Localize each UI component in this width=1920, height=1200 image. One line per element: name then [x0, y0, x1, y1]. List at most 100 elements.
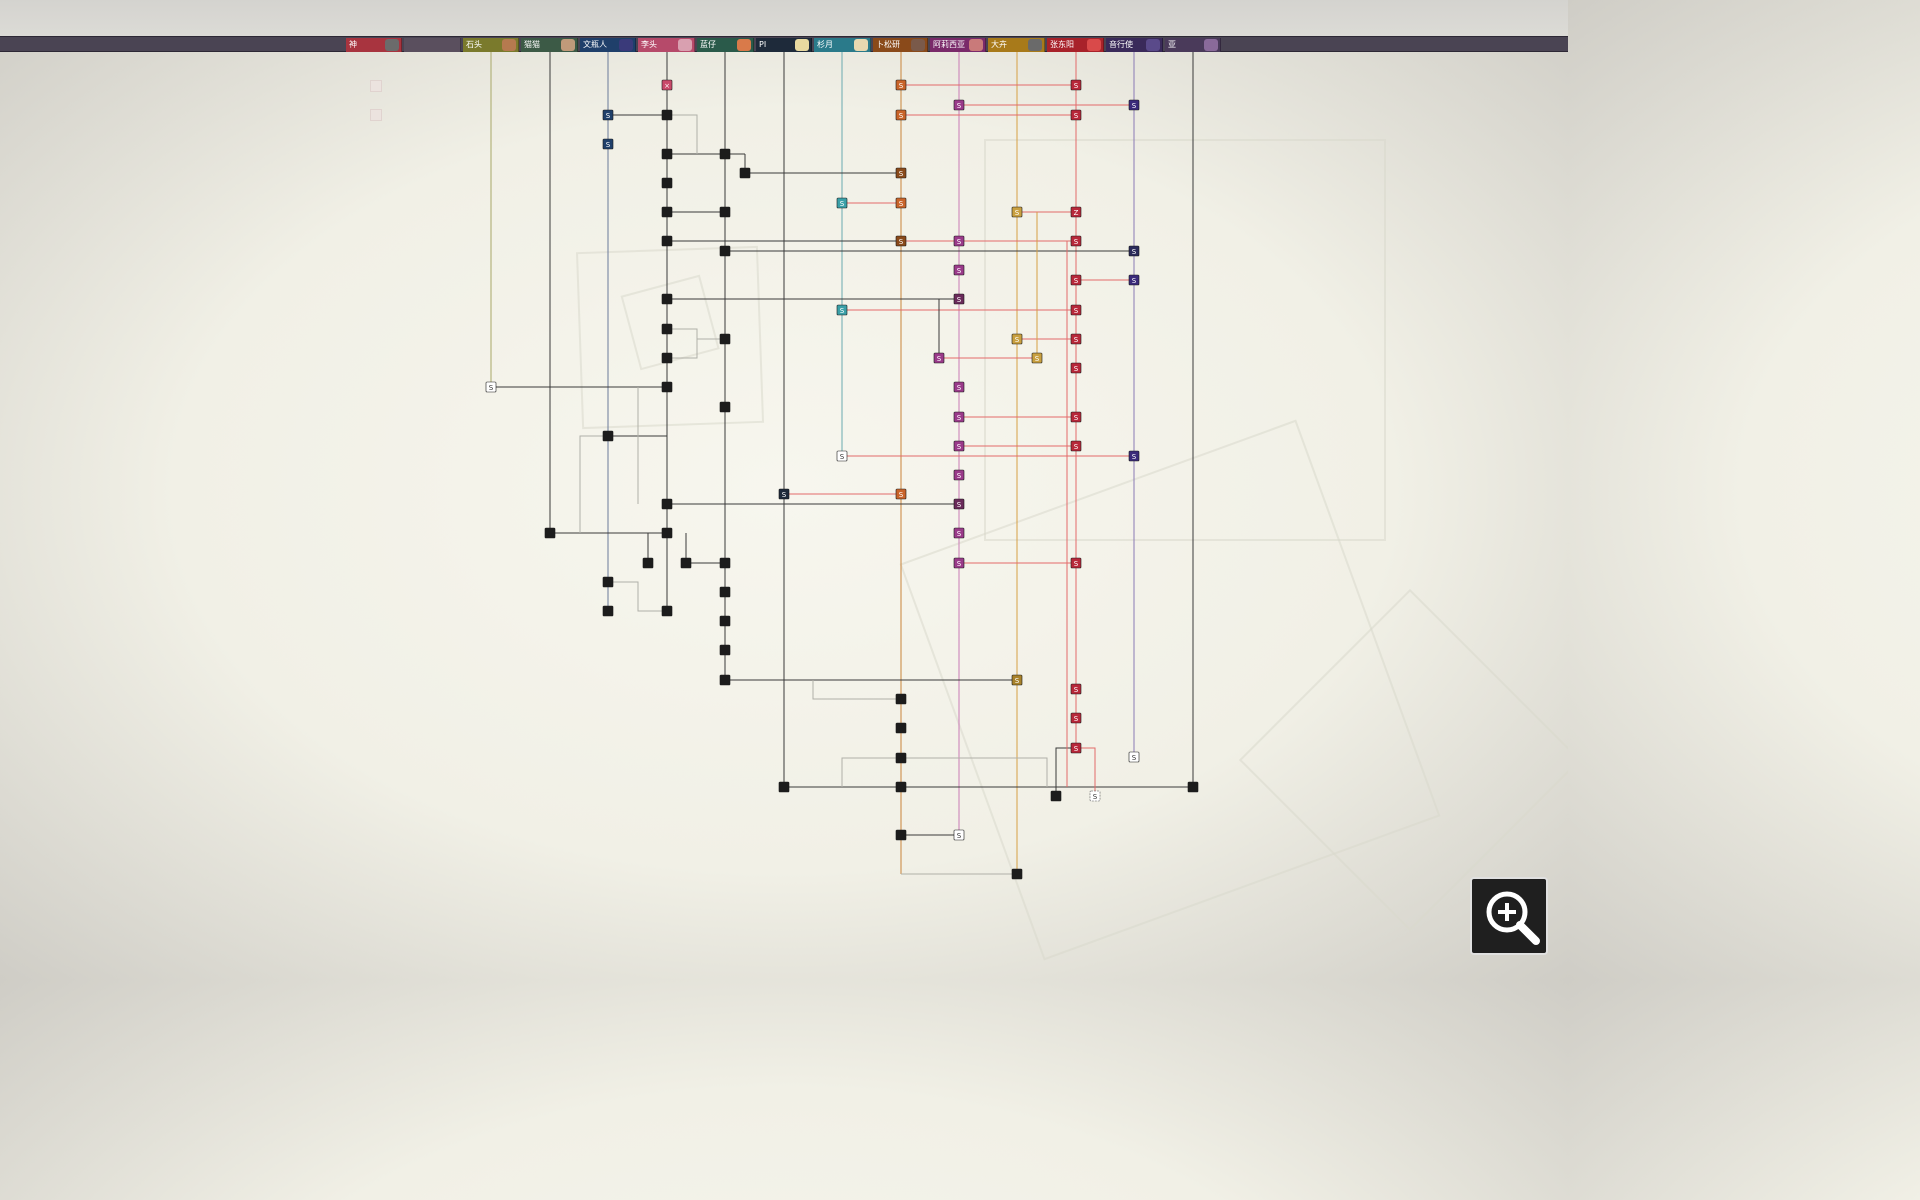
story-node[interactable]: S [953, 829, 965, 841]
story-node[interactable]: S [1070, 557, 1082, 569]
character-tab[interactable]: 张东阳 [1047, 38, 1104, 52]
story-node[interactable]: S [1070, 683, 1082, 695]
character-tab[interactable]: 亚 [1165, 38, 1221, 52]
story-node[interactable] [661, 381, 673, 393]
character-tab[interactable]: 神 [346, 38, 402, 52]
story-node[interactable]: S [895, 488, 907, 500]
story-node[interactable]: S [1070, 235, 1082, 247]
story-node[interactable] [602, 605, 614, 617]
story-node[interactable] [895, 722, 907, 734]
story-node[interactable]: S [836, 304, 848, 316]
character-tab[interactable] [404, 38, 461, 52]
story-node[interactable]: S [1128, 751, 1140, 763]
story-node[interactable] [778, 781, 790, 793]
story-node[interactable] [719, 674, 731, 686]
story-node[interactable] [719, 206, 731, 218]
story-node[interactable] [661, 352, 673, 364]
story-node[interactable] [895, 829, 907, 841]
story-node[interactable]: S [602, 109, 614, 121]
story-node[interactable] [661, 527, 673, 539]
story-node[interactable]: × [661, 79, 673, 91]
story-node[interactable]: S [1070, 440, 1082, 452]
story-node[interactable]: S [953, 99, 965, 111]
character-tab[interactable]: 音行使 [1106, 38, 1163, 52]
story-node[interactable]: S [1070, 79, 1082, 91]
story-node[interactable] [895, 693, 907, 705]
character-tab[interactable]: 大卉 [988, 38, 1045, 52]
story-node[interactable] [661, 177, 673, 189]
character-tab[interactable]: 文瓶人 [580, 38, 636, 52]
character-tab[interactable]: 石头 [463, 38, 519, 52]
story-node[interactable] [661, 235, 673, 247]
story-node[interactable]: S [836, 450, 848, 462]
story-node[interactable] [739, 167, 751, 179]
story-node[interactable]: S [953, 440, 965, 452]
story-node[interactable] [1187, 781, 1199, 793]
story-node[interactable] [602, 430, 614, 442]
story-node[interactable] [661, 148, 673, 160]
story-node[interactable] [642, 557, 654, 569]
story-node[interactable] [602, 576, 614, 588]
character-tab[interactable]: 杉月 [814, 38, 871, 52]
story-node[interactable]: S [1128, 274, 1140, 286]
story-node[interactable]: S [953, 557, 965, 569]
story-node[interactable] [719, 644, 731, 656]
character-tab[interactable]: 卜松研 [873, 38, 928, 52]
story-node[interactable] [661, 605, 673, 617]
story-node[interactable]: S [953, 469, 965, 481]
story-node[interactable]: S [933, 352, 945, 364]
story-node[interactable]: S [778, 488, 790, 500]
story-node[interactable] [661, 293, 673, 305]
story-node[interactable]: S [1128, 450, 1140, 462]
character-tab[interactable]: 蓝仔 [697, 38, 754, 52]
story-node[interactable]: S [1011, 333, 1023, 345]
story-node[interactable]: S [1128, 99, 1140, 111]
story-node[interactable] [719, 245, 731, 257]
character-tab[interactable]: 阿莉西亚 [930, 38, 986, 52]
story-node[interactable] [719, 557, 731, 569]
story-node[interactable] [719, 401, 731, 413]
story-node[interactable]: S [1070, 333, 1082, 345]
story-node[interactable]: S [953, 264, 965, 276]
story-node[interactable]: S [1070, 274, 1082, 286]
story-node[interactable]: S [895, 197, 907, 209]
story-node[interactable] [680, 557, 692, 569]
story-node[interactable]: S [895, 167, 907, 179]
character-tab[interactable]: PI [756, 38, 812, 52]
story-node[interactable]: S [1011, 206, 1023, 218]
story-node[interactable]: S [1128, 245, 1140, 257]
story-node[interactable]: S [1070, 304, 1082, 316]
story-node[interactable]: S [895, 109, 907, 121]
story-node[interactable]: S [953, 381, 965, 393]
story-node[interactable]: S [953, 293, 965, 305]
story-node[interactable]: S [895, 79, 907, 91]
story-node[interactable] [544, 527, 556, 539]
story-node[interactable]: S [1031, 352, 1043, 364]
story-node[interactable] [1011, 868, 1023, 880]
story-node[interactable] [719, 615, 731, 627]
zoom-in-button[interactable] [1470, 877, 1548, 955]
story-node[interactable] [719, 148, 731, 160]
story-node[interactable] [661, 206, 673, 218]
story-node[interactable] [719, 586, 731, 598]
character-tab[interactable]: 李头 [638, 38, 695, 52]
story-node[interactable]: S [953, 235, 965, 247]
story-node[interactable]: S [1089, 790, 1101, 802]
story-node[interactable]: S [836, 197, 848, 209]
story-node[interactable]: Z [1070, 206, 1082, 218]
story-node[interactable]: S [1070, 712, 1082, 724]
story-node[interactable]: S [602, 138, 614, 150]
story-node[interactable] [895, 781, 907, 793]
story-node[interactable] [1050, 790, 1062, 802]
story-node[interactable] [895, 752, 907, 764]
story-node[interactable]: S [953, 411, 965, 423]
story-node[interactable]: S [1011, 674, 1023, 686]
story-node[interactable] [719, 333, 731, 345]
story-node[interactable]: S [485, 381, 497, 393]
story-node[interactable]: S [1070, 411, 1082, 423]
story-node[interactable] [661, 323, 673, 335]
story-node[interactable]: S [953, 498, 965, 510]
story-node[interactable] [661, 109, 673, 121]
story-node[interactable]: S [953, 527, 965, 539]
story-node[interactable]: S [1070, 109, 1082, 121]
